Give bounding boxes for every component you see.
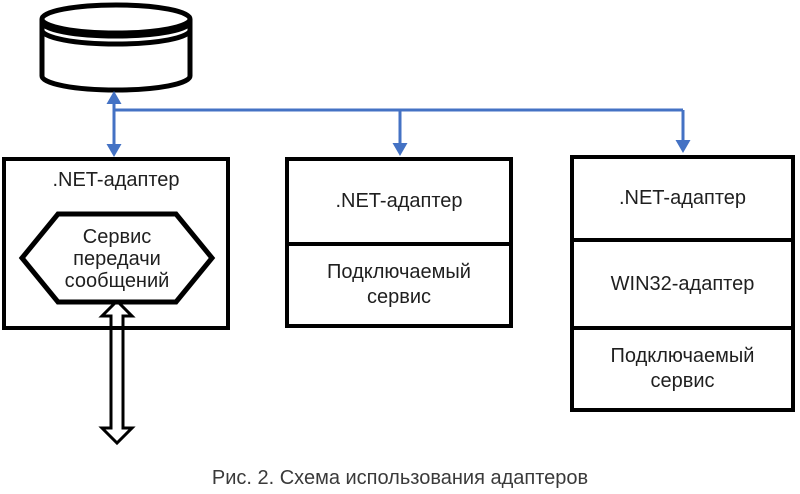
right-box-pluggable-service-cell: Подключаемый сервис bbox=[574, 326, 791, 408]
message-service-hexagon bbox=[18, 211, 216, 305]
figure-caption: Рис. 2. Схема использования адаптеров bbox=[211, 467, 589, 489]
net-adapter-left-title: .NET-адаптер bbox=[52, 169, 180, 191]
hollow-double-vertical-arrow-icon bbox=[98, 298, 136, 446]
right-box-net-adapter-cell: .NET-адаптер bbox=[618, 187, 747, 209]
connector-arrow-right-adapter bbox=[675, 110, 691, 153]
database-cylinder-icon bbox=[39, 2, 193, 93]
middle-box-pluggable-service-cell: Подключаемый сервис bbox=[289, 242, 509, 324]
adapter-box-right: .NET-адаптер WIN32-адаптер Подключаемый … bbox=[570, 155, 795, 412]
connector-db-to-left-adapter bbox=[106, 91, 122, 157]
middle-box-net-adapter-cell: .NET-адаптер bbox=[335, 190, 463, 212]
connector-arrow-middle-adapter bbox=[392, 110, 408, 156]
message-service-label: Сервис передачи сообщений bbox=[64, 226, 170, 292]
adapter-box-middle: .NET-адаптер Подключаемый сервис bbox=[285, 157, 513, 328]
right-box-win32-adapter-cell: WIN32-адаптер bbox=[574, 238, 791, 326]
net-adapter-box-left: .NET-адаптер bbox=[2, 157, 230, 330]
